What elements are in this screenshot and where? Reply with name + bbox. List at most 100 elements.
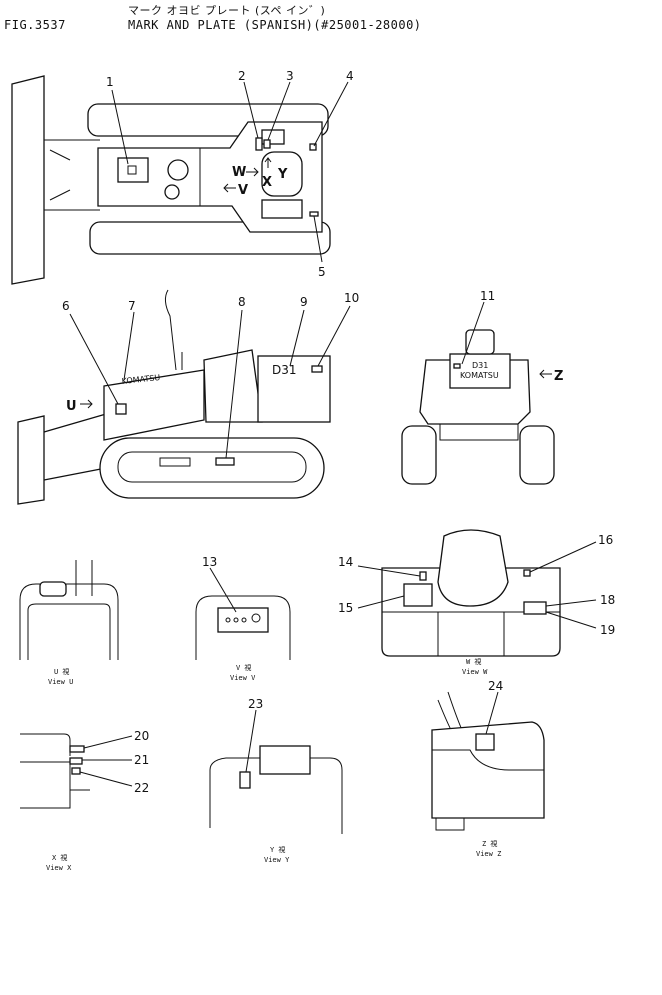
rear-seat xyxy=(465,329,495,355)
view-u-caption-jp: U 視 xyxy=(54,667,69,676)
view-u-caption-en: View U xyxy=(48,678,73,686)
view-z: 24 Z 視 View Z xyxy=(431,679,545,858)
view-z-seat-line xyxy=(432,749,544,771)
view-u-stack xyxy=(75,560,93,596)
callout-11: 11 xyxy=(480,289,495,303)
plate-22 xyxy=(71,767,81,775)
leader-5 xyxy=(313,215,323,263)
callout-5: 5 xyxy=(318,265,326,279)
side-brand-text: KOMATSU xyxy=(121,373,161,386)
leader-11 xyxy=(461,301,485,365)
engine-hood-side xyxy=(103,369,205,441)
leader-2 xyxy=(243,81,259,139)
leader-20 xyxy=(83,735,133,749)
title-english: MARK AND PLATE (SPANISH)(#25001-28000) xyxy=(128,18,422,32)
arrow-v-icon xyxy=(223,183,236,193)
plate-15 xyxy=(403,583,433,607)
leader-23 xyxy=(245,709,257,773)
plate-6 xyxy=(115,403,127,415)
callout-7: 7 xyxy=(128,299,136,313)
callout-6: 6 xyxy=(62,299,70,313)
view-v-caption-jp: V 視 xyxy=(236,663,251,672)
rear-model-text: D31 xyxy=(472,361,488,370)
view-marker-y: Y xyxy=(277,167,288,182)
rear-brand-text: KOMATSU xyxy=(460,371,499,380)
callout-20: 20 xyxy=(134,729,149,743)
view-w-caption-jp: W 視 xyxy=(466,657,481,666)
view-marker-v: V xyxy=(238,183,248,198)
track-roller-frame xyxy=(117,451,307,483)
title-japanese: マーク オヨビ プレート (スペ イン゛) xyxy=(128,4,326,17)
leader-24 xyxy=(485,691,499,735)
view-u: U 視 View U xyxy=(19,560,119,686)
leader-14 xyxy=(357,565,421,577)
callout-22: 22 xyxy=(134,781,149,795)
view-u-inner xyxy=(27,603,111,660)
plate-3 xyxy=(263,139,271,149)
callout-24: 24 xyxy=(488,679,503,693)
exhaust-top xyxy=(164,184,180,200)
rear-plate-panel xyxy=(449,353,511,389)
callout-9: 9 xyxy=(300,295,308,309)
callout-3: 3 xyxy=(286,69,294,83)
lift-arms xyxy=(43,413,107,481)
plate-5 xyxy=(309,211,319,217)
plate-20 xyxy=(69,745,85,753)
leader-13 xyxy=(209,567,237,613)
leader-9 xyxy=(289,309,305,367)
leader-15 xyxy=(357,595,405,609)
view-w: 14 15 16 18 19 W 視 View W xyxy=(338,529,615,676)
arrow-z-icon xyxy=(539,369,552,379)
rear-frame xyxy=(439,423,519,441)
side-view: KOMATSU D31 U 6 7 8 9 10 xyxy=(17,289,359,505)
gauge-main-icon xyxy=(251,613,261,623)
plate-10 xyxy=(311,365,323,373)
view-z-step xyxy=(435,817,465,831)
view-z-exhaust xyxy=(437,691,463,733)
view-v-caption-en: View V xyxy=(230,674,256,682)
callout-15: 15 xyxy=(338,601,353,615)
callout-14: 14 xyxy=(338,555,353,569)
view-z-caption-en: View Z xyxy=(476,850,501,858)
side-model-text: D31 xyxy=(272,363,297,377)
callout-18: 18 xyxy=(600,593,615,607)
figure-number: FIG.3537 xyxy=(4,18,66,32)
plate-21 xyxy=(69,757,83,765)
view-x-caption-jp: X 視 xyxy=(52,853,67,862)
plate-2 xyxy=(255,137,263,151)
callout-19: 19 xyxy=(600,623,615,637)
dash-side xyxy=(203,349,263,423)
callout-8: 8 xyxy=(238,295,246,309)
callout-1: 1 xyxy=(106,75,114,89)
callout-16: 16 xyxy=(598,533,613,547)
leader-22 xyxy=(79,771,133,787)
track-side xyxy=(99,437,325,499)
view-marker-x: X xyxy=(262,175,272,190)
view-y: 23 Y 視 View Y xyxy=(209,697,343,864)
callout-2: 2 xyxy=(238,69,246,83)
leader-16 xyxy=(529,541,597,573)
view-z-caption-jp: Z 視 xyxy=(482,839,497,848)
view-x-outline xyxy=(20,733,90,809)
view-w-caption-en: View W xyxy=(462,668,488,676)
filler-cap xyxy=(167,159,189,181)
plate-1-mark xyxy=(127,165,137,175)
view-w-seat xyxy=(437,529,509,607)
plate-24 xyxy=(475,733,495,751)
plate-23 xyxy=(239,771,251,789)
leader-18 xyxy=(545,599,597,607)
leader-4 xyxy=(313,81,349,147)
engine-hood-plate xyxy=(117,157,149,183)
leader-1 xyxy=(111,89,129,165)
view-y-caption-en: View Y xyxy=(264,856,290,864)
fender-plate xyxy=(261,199,303,219)
blade-side xyxy=(17,415,45,505)
view-y-caption-jp: Y 視 xyxy=(270,845,285,854)
callout-21: 21 xyxy=(134,753,149,767)
arrow-w-icon xyxy=(246,167,259,177)
plate-4 xyxy=(309,143,317,151)
view-y-tank xyxy=(259,745,311,775)
plate-18 xyxy=(523,601,547,615)
rear-view: D31 KOMATSU 11 Z xyxy=(401,289,563,485)
